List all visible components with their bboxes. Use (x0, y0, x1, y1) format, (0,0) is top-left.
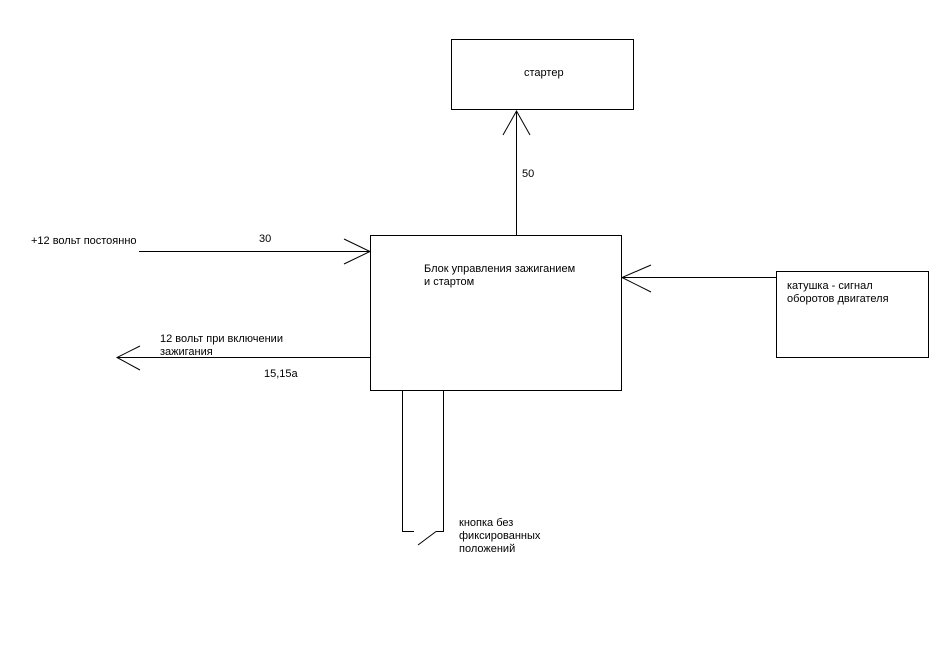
ignition-output-arrowhead (115, 345, 141, 371)
constant-power-label: +12 вольт постоянно (31, 235, 137, 247)
button-switch-contact (417, 531, 437, 546)
terminal-15-label: 15,15а (264, 368, 298, 380)
button-label: кнопка без фиксированных положений (459, 517, 541, 555)
button-wire-left (402, 390, 414, 532)
coil-label: катушка - сигнал оборотов двигателя (787, 280, 889, 305)
starter-label: стартер (524, 67, 564, 79)
starter-box (451, 39, 634, 110)
control-unit-box (370, 235, 622, 391)
terminal-50-label: 50 (522, 168, 535, 180)
coil-signal-arrowhead (620, 264, 652, 293)
button-wire-right (436, 390, 444, 532)
coil-box (776, 271, 929, 358)
starter-arrowhead (502, 109, 531, 136)
terminal-30-label: 30 (259, 233, 272, 245)
constant-power-arrowhead (343, 238, 372, 265)
control-unit-label: Блок управления зажиганием и стартом (424, 263, 576, 288)
ignition-output-label: 12 вольт при включении зажигания (160, 333, 283, 358)
